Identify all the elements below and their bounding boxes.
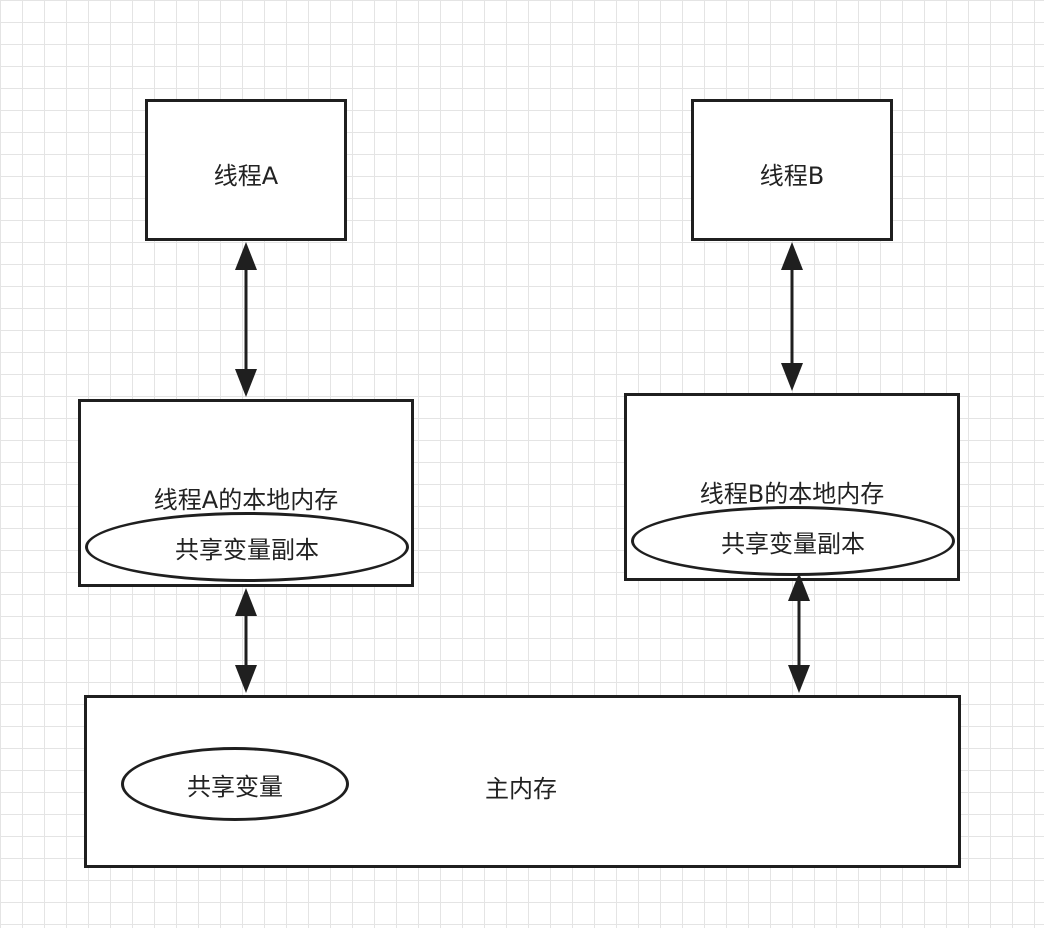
thread-a-variable-copy: 共享变量副本	[85, 512, 409, 582]
thread-b-local-memory-label: 线程B的本地内存	[699, 480, 885, 508]
shared-variable-label: 共享变量	[187, 772, 283, 801]
thread-a-box: 线程A	[145, 99, 347, 241]
arrow-local-a-main-memory	[235, 588, 257, 693]
arrow-local-b-main-memory	[788, 573, 810, 693]
thread-b-local-memory-box: 线程B的本地内存 共享变量副本	[624, 393, 960, 581]
thread-b-title: 线程B	[759, 162, 825, 190]
thread-a-title: 线程A	[213, 162, 279, 190]
thread-b-variable-copy: 共享变量副本	[631, 506, 955, 576]
main-memory-box: 共享变量 主内存	[84, 695, 961, 868]
thread-a-local-memory-box: 线程A的本地内存 共享变量副本	[78, 399, 414, 587]
arrow-thread-a-local-a	[235, 242, 257, 397]
arrow-thread-b-local-b	[781, 242, 803, 391]
thread-a-local-memory-label: 线程A的本地内存	[153, 486, 339, 514]
main-memory-label: 主内存	[485, 775, 557, 803]
thread-b-variable-copy-label: 共享变量副本	[721, 529, 865, 558]
thread-a-variable-copy-label: 共享变量副本	[175, 535, 319, 564]
shared-variable: 共享变量	[121, 747, 349, 821]
thread-b-box: 线程B	[691, 99, 893, 241]
